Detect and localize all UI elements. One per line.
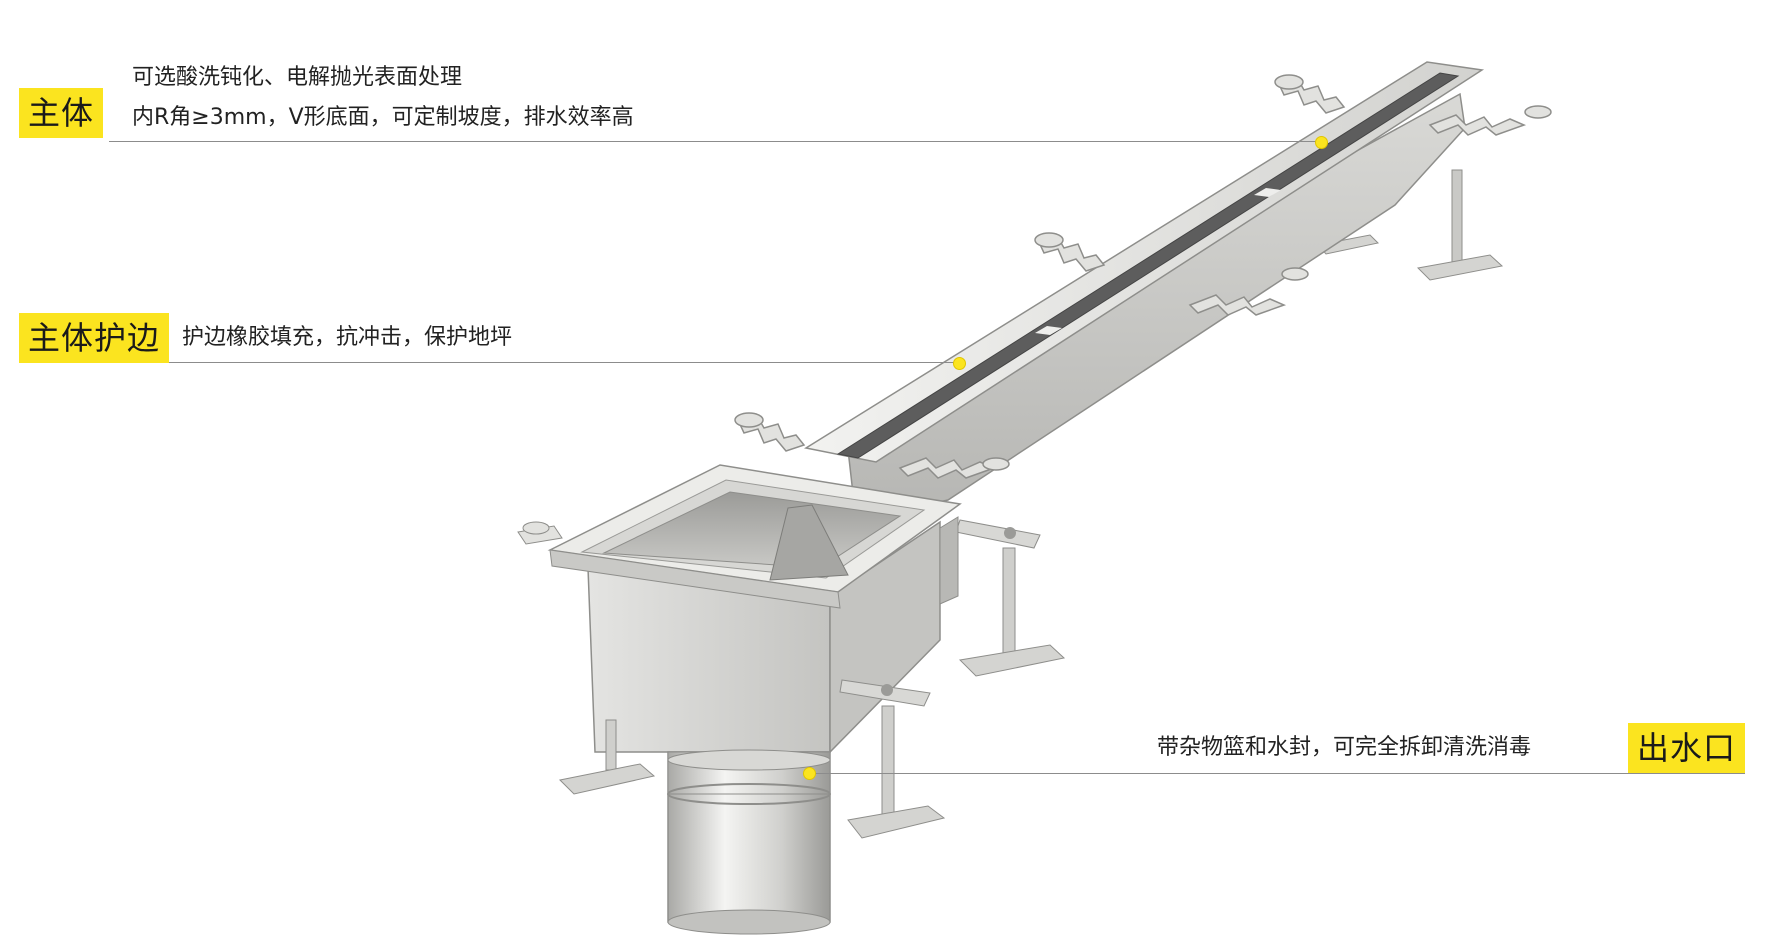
channel-body — [803, 61, 1485, 521]
callout-tag-body: 主体 — [19, 88, 104, 138]
leader-line-outlet — [808, 773, 1745, 774]
callout-edge-line-1: 护边橡胶填充，抗冲击，保护地坪 — [182, 325, 513, 350]
outlet-sump — [547, 464, 962, 754]
callout-outlet-line-1: 带杂物篮和水封，可完全拆卸清洗消毒 — [1157, 735, 1532, 760]
leader-line-edge — [169, 362, 957, 363]
callout-tag-outlet: 出水口 — [1628, 723, 1746, 773]
outlet-pipe — [667, 749, 831, 935]
leader-line-body — [109, 141, 1321, 142]
anchor-lugs — [734, 74, 1552, 479]
leader-dot-body — [1315, 136, 1328, 149]
outlet-legs — [517, 521, 946, 839]
callout-body-line-2: 内R角≥3mm，V形底面，可定制坡度，排水效率高 — [132, 105, 634, 130]
support-legs-middle — [955, 519, 1066, 677]
leader-dot-edge — [953, 357, 966, 370]
callout-tag-edge: 主体护边 — [19, 313, 170, 363]
callout-body-line-1: 可选酸洗钝化、电解抛光表面处理 — [132, 65, 463, 90]
leader-dot-outlet — [803, 767, 816, 780]
